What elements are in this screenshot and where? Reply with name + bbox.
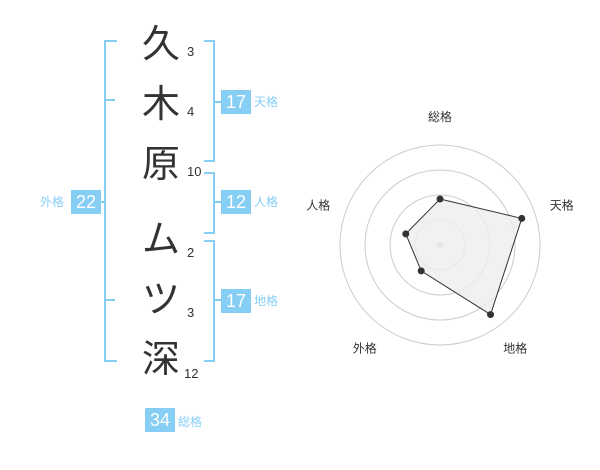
bracket-tick-1 [104,99,115,101]
chikaku-bracket [204,240,215,362]
jinkaku-bracket [204,172,215,234]
jinkaku-label: 人格 [254,195,279,209]
radar-area [405,198,523,316]
radar-axis-label: 総格 [428,109,452,124]
soukaku-label: 総格 [178,415,203,429]
radar-point-1 [436,195,444,203]
radar-ring [364,169,516,321]
chikaku-connector [213,299,221,301]
tenkaku-value: 17 [221,90,251,114]
radar-axis-label: 地格 [503,341,527,356]
radar-point-3 [487,311,495,319]
name-char-1: 久 [141,22,180,66]
stroke-count-6: 12 [184,366,199,381]
name-char-5: ツ [141,277,180,321]
chikaku-value: 17 [221,289,251,313]
chikaku-label: 地格 [254,294,279,308]
stroke-count-2: 4 [187,104,195,119]
jinkaku-value: 12 [221,190,251,214]
radar-axis-label: 天格 [550,197,574,212]
jinkaku-connector [213,201,221,203]
radar-point-4 [417,267,425,275]
name-char-6: 深 [141,337,180,381]
gaikaku-value: 22 [71,190,101,214]
stroke-count-1: 3 [187,44,195,59]
stroke-count-3: 10 [187,164,202,179]
tenkaku-label: 天格 [254,95,279,109]
name-char-2: 木 [141,82,180,126]
tenkaku-connector [213,101,221,103]
gaikaku-connector [98,201,106,203]
stroke-count-4: 2 [187,245,195,260]
gaikaku-label: 外格 [40,195,65,209]
radar-point-2 [518,214,526,222]
bracket-tick-2 [104,299,115,301]
name-char-3: 原 [141,142,180,186]
stroke-count-5: 3 [187,305,195,320]
radar-axis-label: 人格 [306,197,330,212]
radar-axis-label: 外格 [353,341,377,356]
soukaku-value: 34 [145,408,175,432]
name-char-4: ム [141,217,180,261]
radar-ring [339,144,541,346]
radar-point-5 [402,230,410,238]
